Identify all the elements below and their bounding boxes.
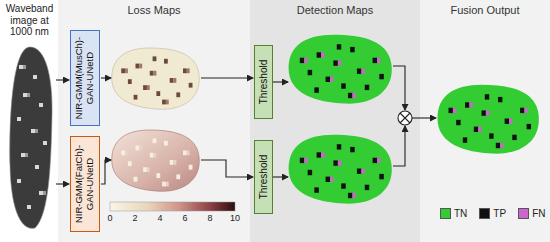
detection-map-muscle bbox=[289, 35, 392, 104]
detection-map-muscle-part bbox=[289, 35, 392, 104]
flow-arrows-part bbox=[273, 176, 288, 177]
loss-map-fat-part bbox=[125, 146, 190, 187]
detection-map-fat-part bbox=[304, 152, 380, 198]
colorbar-tick: 0 bbox=[102, 213, 118, 223]
loss-map-muscle bbox=[112, 48, 200, 109]
waveband-image-part-part bbox=[43, 191, 46, 195]
multiply-symbol-part bbox=[398, 111, 412, 125]
detection-map-fat bbox=[289, 135, 392, 204]
panel-heading: Loss Maps bbox=[58, 4, 250, 16]
waveband-image-part-part bbox=[19, 65, 23, 69]
waveband-image-part-part bbox=[23, 65, 26, 69]
model-label: NIR-GMM(MusCh)-GAN-UNetD bbox=[74, 34, 96, 122]
waveband-image-part-part bbox=[35, 165, 39, 169]
model-box: NIR-GMM(FatCh)-GAN-UNetD bbox=[70, 136, 100, 232]
waveband-image-part-part bbox=[23, 93, 27, 97]
fusion-map-part bbox=[438, 85, 539, 154]
waveband-image-part-part bbox=[31, 129, 35, 133]
fusion-map-part bbox=[453, 102, 528, 148]
colorbar bbox=[110, 202, 235, 211]
flow-arrows-part bbox=[101, 160, 111, 184]
multiply-symbol bbox=[398, 111, 412, 125]
model-label: NIR-GMM(FatCh)-GAN-UNetD bbox=[74, 140, 96, 228]
legend: TN TP FN bbox=[440, 204, 550, 222]
flow-arrows bbox=[56, 66, 436, 184]
waveband-image-part-part bbox=[35, 129, 38, 133]
flow-arrows-part bbox=[201, 160, 253, 177]
loss-map-muscle-part bbox=[112, 48, 200, 109]
waveband-image-part bbox=[17, 65, 47, 209]
model-box: NIR-GMM(MusCh)-GAN-UNetD bbox=[70, 30, 100, 126]
image-caption: Waveband image at 1000 nm bbox=[1, 3, 58, 38]
waveband-image-part-part bbox=[25, 153, 28, 157]
waveband-image-part-part bbox=[43, 141, 47, 145]
detection-map-fat-part bbox=[300, 144, 384, 198]
waveband-image-part-part bbox=[39, 103, 43, 107]
loss-map-fat-part bbox=[112, 130, 200, 191]
waveband-image-part-part bbox=[21, 153, 25, 157]
waveband-image-part-part bbox=[17, 179, 21, 183]
flow-arrows-part bbox=[101, 77, 111, 78]
legend-swatch bbox=[440, 208, 451, 219]
colorbar-tick: 2 bbox=[127, 213, 143, 223]
flow-arrows-part bbox=[56, 79, 69, 80]
detection-map-muscle-part bbox=[304, 52, 380, 98]
legend-swatch bbox=[479, 208, 490, 219]
flow-arrows-part bbox=[56, 183, 69, 184]
colorbar-tick: 4 bbox=[152, 213, 168, 223]
waveband-image-part-part bbox=[33, 75, 37, 79]
waveband-image-part-part bbox=[27, 205, 31, 209]
legend-text: FN bbox=[532, 208, 545, 219]
threshold-box: Threshold bbox=[254, 140, 273, 214]
loss-map-muscle-part bbox=[125, 64, 190, 105]
flow-arrows-part bbox=[393, 126, 405, 166]
legend-text: TP bbox=[493, 208, 506, 219]
colorbar-tick: 8 bbox=[202, 213, 218, 223]
loss-map-fat bbox=[112, 130, 200, 191]
detection-map-fat-part bbox=[289, 135, 392, 204]
waveband-image-part-part bbox=[17, 117, 21, 121]
waveband-image bbox=[10, 47, 52, 228]
waveband-image-part bbox=[10, 47, 52, 228]
colorbar-tick: 10 bbox=[225, 213, 245, 223]
threshold-label: Threshold bbox=[258, 49, 270, 115]
multiply-symbol-part bbox=[400, 113, 410, 123]
legend-text: TN bbox=[454, 208, 467, 219]
legend-item: FN bbox=[518, 204, 545, 222]
panel-heading: Fusion Output bbox=[420, 4, 550, 16]
loss-map-fat-part bbox=[121, 138, 192, 186]
panel-heading: Detection Maps bbox=[250, 4, 420, 16]
threshold-box: Threshold bbox=[254, 45, 273, 119]
flow-arrows-part bbox=[412, 117, 436, 118]
flow-arrows-part bbox=[393, 66, 405, 110]
legend-swatch bbox=[518, 208, 529, 219]
fusion-map bbox=[438, 85, 539, 154]
waveband-image-part-part bbox=[39, 191, 43, 195]
loss-map-muscle-part bbox=[121, 56, 192, 104]
colorbar-tick: 6 bbox=[177, 213, 193, 223]
detection-map-muscle-part bbox=[300, 44, 384, 98]
flow-arrows-part bbox=[201, 77, 253, 78]
fusion-map-part bbox=[449, 94, 532, 148]
legend-item: TP bbox=[479, 204, 506, 222]
flow-arrows-part bbox=[273, 81, 288, 82]
waveband-image-part bbox=[23, 65, 46, 195]
legend-item: TN bbox=[440, 204, 467, 222]
threshold-label: Threshold bbox=[258, 144, 270, 210]
waveband-image-part-part bbox=[27, 93, 30, 97]
